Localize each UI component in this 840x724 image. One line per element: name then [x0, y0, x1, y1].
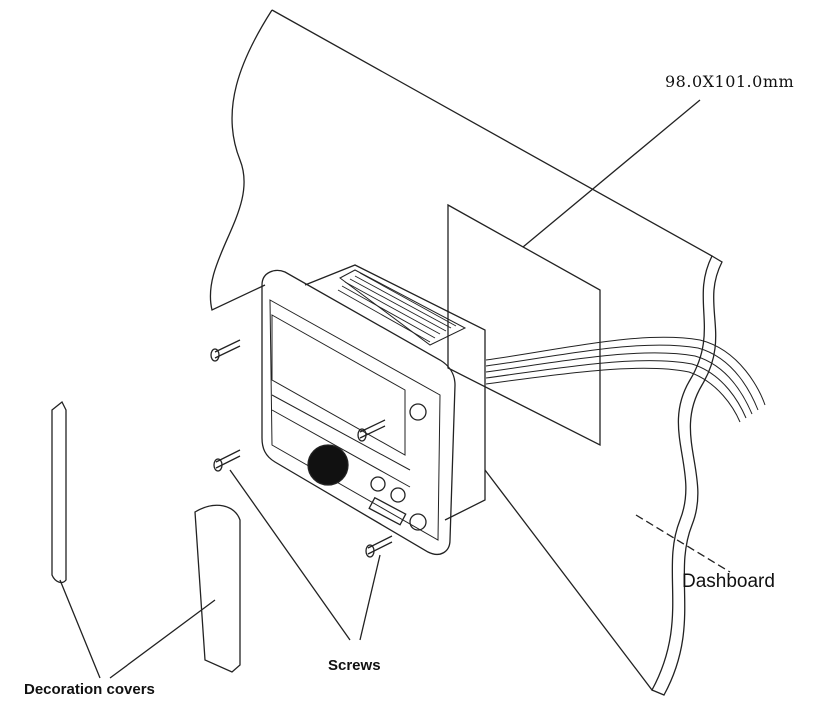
radio-unit: [261, 264, 486, 555]
panel-cutout: [447, 203, 601, 447]
screw: [213, 449, 241, 472]
dashboard-panel: [209, 9, 713, 692]
screw: [210, 339, 241, 362]
dimension-leader: [522, 99, 701, 248]
cutout-dimension-label: 98.0X101.0mm: [665, 72, 795, 91]
dashboard-label: Dashboard: [682, 571, 775, 592]
decoration-cover-left: [51, 400, 67, 584]
screws-leader: [229, 469, 381, 641]
decoration-cover-right: [194, 504, 241, 673]
screw: [365, 535, 393, 558]
covers-leader: [59, 579, 216, 679]
wire-harness: [485, 336, 766, 423]
decoration-covers-label: Decoration covers: [24, 681, 155, 698]
dashboard-leader: [635, 514, 731, 573]
screw: [357, 419, 386, 442]
dashboard-panel-edge: [651, 255, 723, 696]
screws-label: Screws: [328, 657, 381, 674]
volume-knob: [307, 444, 349, 486]
